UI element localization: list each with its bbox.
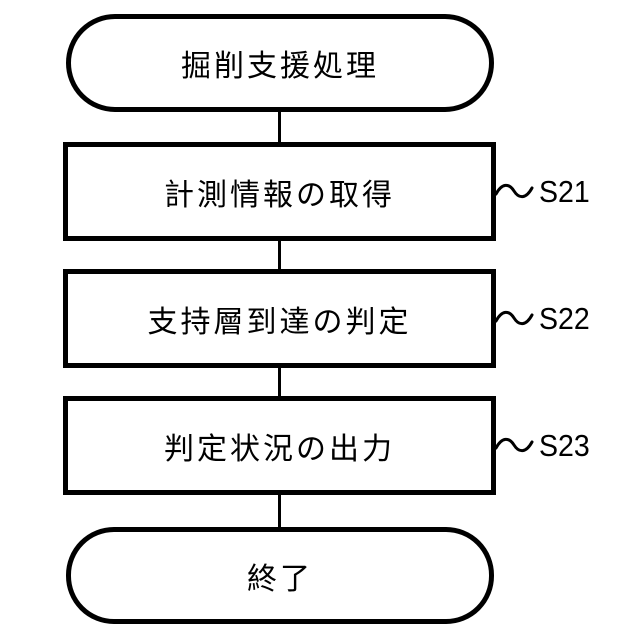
step-label-s22-text: S22	[539, 300, 590, 336]
step-label-s22: S22	[494, 269, 634, 368]
terminal-end: 終了	[66, 527, 494, 624]
terminal-start-label: 掘削支援処理	[181, 50, 379, 83]
wave-dash-icon	[494, 183, 534, 198]
flow-connector-1	[278, 112, 281, 144]
process-box-s22: 支持層到達の判定	[63, 269, 496, 368]
terminal-end-label: 終了	[247, 562, 313, 596]
process-box-s23: 判定状況の出力	[63, 396, 496, 495]
process-box-s21: 計測情報の取得	[63, 142, 496, 241]
wave-dash-icon	[494, 310, 534, 325]
flow-connector-4	[278, 495, 281, 527]
process-box-s23-label: 判定状況の出力	[164, 432, 395, 466]
flow-connector-3	[278, 368, 281, 396]
wave-dash-icon	[494, 437, 534, 452]
flow-connector-2	[278, 241, 281, 269]
process-box-s21-label: 計測情報の取得	[164, 178, 395, 212]
terminal-start: 掘削支援処理	[66, 14, 494, 112]
step-label-s21: S21	[494, 142, 634, 241]
step-label-s23: S23	[494, 396, 634, 495]
step-label-s23-text: S23	[539, 427, 590, 463]
process-box-s22-label: 支持層到達の判定	[147, 305, 412, 339]
step-label-s21-text: S21	[539, 173, 590, 209]
